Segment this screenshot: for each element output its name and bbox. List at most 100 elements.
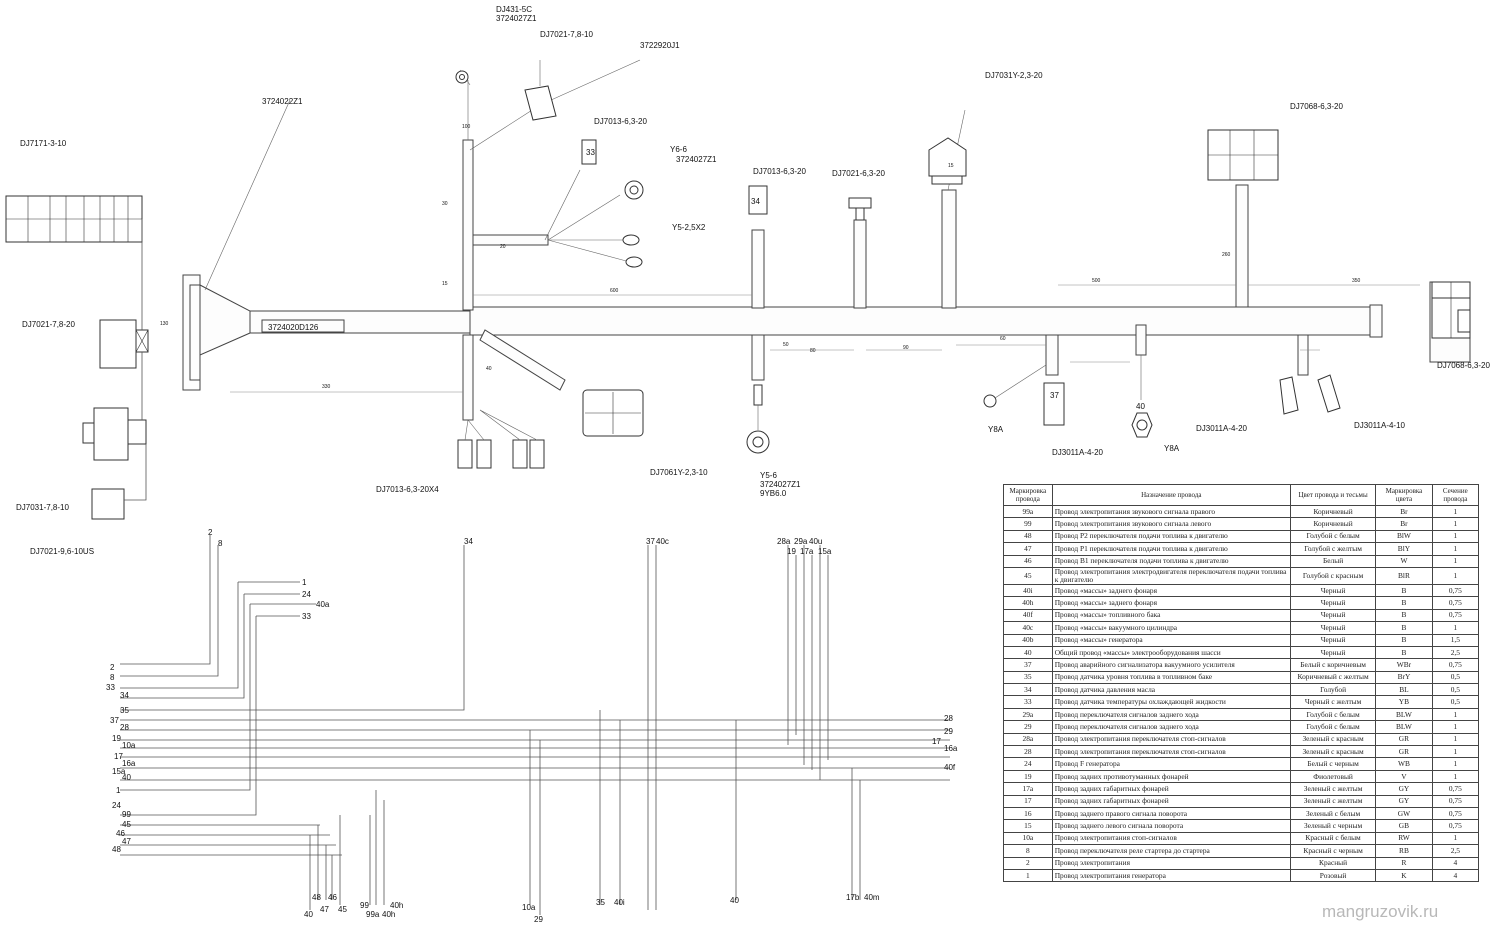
table-cell: 0,5: [1431, 683, 1480, 697]
table-cell: WB: [1375, 757, 1433, 771]
pin-label: 15: [948, 163, 954, 169]
wire-label: 8: [110, 673, 115, 682]
table-cell: 40: [1003, 645, 1053, 660]
table-cell: 37: [1003, 658, 1053, 672]
label-dj3011a-right: DJ3011A-4-10: [1354, 421, 1406, 430]
table-cell: B: [1375, 645, 1433, 660]
table-cell: 1: [1431, 757, 1480, 771]
table-cell: Красный с черным: [1289, 844, 1377, 858]
table-cell: 99a: [1003, 504, 1053, 519]
table-cell: 0,5: [1431, 670, 1480, 685]
table-cell: Провод задних противотуманных фонарей: [1051, 769, 1291, 784]
wire-label: 45: [122, 820, 131, 829]
table-cell: Зеленый с красным: [1289, 745, 1377, 759]
wire-label: 45: [338, 905, 347, 914]
table-cell: Зеленый с черным: [1289, 819, 1377, 833]
wire-label: 99: [122, 810, 131, 819]
label-dj7021-78-20: DJ7021-7,8-20: [22, 320, 75, 329]
table-cell: 45: [1003, 566, 1053, 585]
table-cell: 34: [1003, 683, 1053, 697]
table-cell: Зеленый с желтым: [1289, 794, 1377, 809]
wire-label: 46: [328, 893, 337, 902]
table-cell: Провод датчика давления масла: [1051, 683, 1291, 697]
table-cell: 1: [1431, 566, 1480, 585]
label-y56: Y5-6: [760, 471, 777, 480]
dim-label: 90: [903, 345, 909, 351]
connectors-dj7013-x4: [457, 409, 545, 469]
dim-label: 260: [1222, 252, 1231, 258]
label-dj7021-78-10-top: DJ7021-7,8-10: [540, 30, 593, 39]
table-cell: Красный: [1289, 856, 1377, 870]
label-dj7031y: DJ7031Y-2,3-20: [985, 71, 1043, 80]
table-cell: 2,5: [1431, 844, 1480, 858]
table-cell: Провод электропитания генератора: [1051, 868, 1291, 883]
label-dj7031-78-10: DJ7031-7,8-10: [16, 503, 69, 512]
harness-branches: [462, 139, 1309, 421]
wire-label: 33: [106, 683, 115, 692]
table-cell: 10a: [1003, 831, 1053, 846]
table-cell: RB: [1375, 844, 1433, 858]
label-dj7021-96: DJ7021-9,6-10US: [30, 547, 94, 556]
table-cell: Провод P2 переключателя подачи топлива к…: [1051, 529, 1291, 544]
wire-label: 17: [114, 752, 123, 761]
dim-label: 20: [500, 244, 506, 250]
table-cell: Провод P1 переключателя подачи топлива к…: [1051, 542, 1291, 556]
wire-label: 37: [110, 716, 119, 725]
wire-label: 28a: [777, 537, 791, 546]
wire-label: 34: [120, 691, 129, 700]
ring-terminal-y8a-right: [1131, 355, 1153, 438]
wire-label: 19: [787, 547, 796, 556]
wire-label: 40h: [390, 901, 403, 910]
table-cell: B: [1375, 583, 1433, 598]
table-cell: 35: [1003, 670, 1053, 685]
table-cell: Провод датчика уровня топлива в топливно…: [1051, 670, 1291, 685]
ring-terminal-y8a-left: [983, 364, 1047, 408]
table-cell: Розовый: [1289, 868, 1377, 883]
wire-label: 17a: [800, 547, 814, 556]
table-cell: Голубой с белым: [1289, 720, 1377, 734]
table-cell: Провод переключателя сигналов заднего хо…: [1051, 720, 1291, 734]
header-section: Сечение провода: [1431, 484, 1480, 506]
wire-label: 29a: [794, 537, 808, 546]
dim-label: 500: [1092, 278, 1101, 284]
wire-label: 2: [110, 663, 115, 672]
table-cell: 24: [1003, 757, 1053, 771]
table-cell: Провод электропитания электродвигателя п…: [1051, 566, 1291, 585]
wire-label: 28: [120, 723, 129, 732]
label-dj7013-mid: DJ7013-6,3-20: [753, 167, 806, 176]
table-cell: Провод электропитания переключателя стоп…: [1051, 745, 1291, 759]
table-cell: 0,75: [1431, 806, 1480, 821]
table-cell: 40c: [1003, 621, 1053, 635]
label-y8a-left: Y8A: [988, 425, 1004, 434]
table-cell: Коричневый: [1289, 517, 1377, 531]
table-cell: Фиолетовый: [1289, 769, 1377, 784]
pin-label: 34: [751, 197, 760, 206]
table-cell: Провод задних габаритных фонарей: [1051, 794, 1291, 809]
pin-numbers: 33 34 40 37 15: [586, 148, 1145, 411]
table-cell: 0,75: [1431, 794, 1480, 809]
table-cell: 1: [1431, 621, 1480, 635]
dim-label: 100: [462, 124, 471, 130]
dimension-labels: 100 30 20 15 130 40 600 330 500 50 80 35…: [160, 124, 1361, 390]
table-cell: 16: [1003, 806, 1053, 821]
label-y6-top: Y6-6: [670, 145, 687, 154]
table-cell: 19: [1003, 769, 1053, 784]
table-cell: Общий провод «массы» электрооборудования…: [1051, 645, 1291, 660]
table-cell: 0,5: [1431, 695, 1480, 709]
pin-label: 40: [1136, 402, 1145, 411]
wire-label: 99: [360, 901, 369, 910]
table-cell: Провод «массы» вакуумного цилиндра: [1051, 621, 1291, 635]
connector-dj7021-78-10-top: [524, 60, 557, 121]
